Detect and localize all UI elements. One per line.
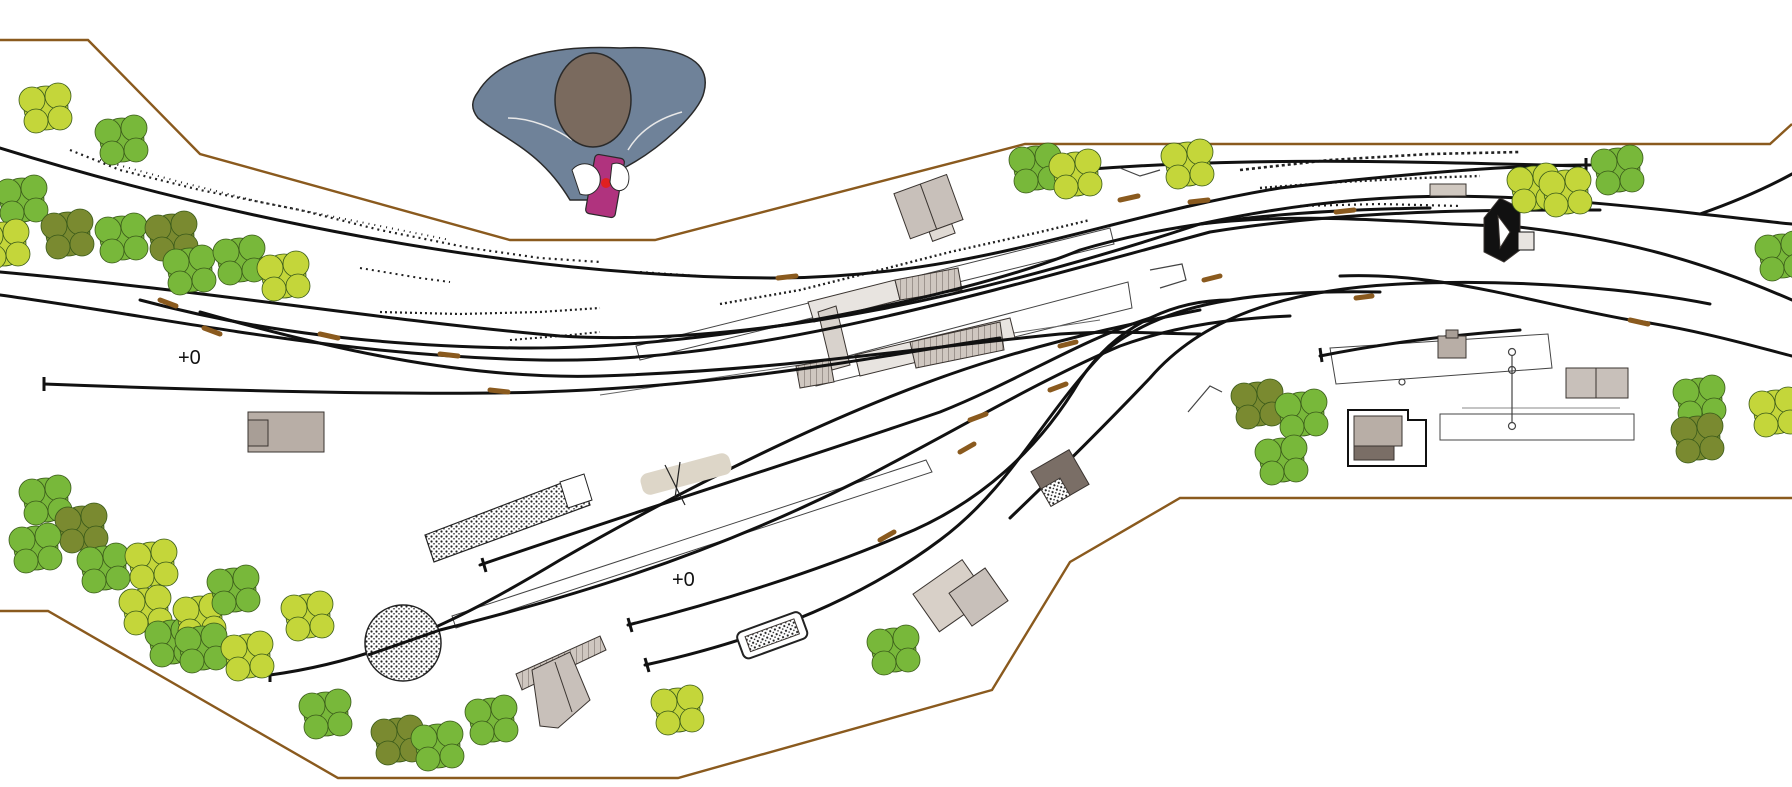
tree-icon — [174, 622, 229, 674]
tree-icon — [1274, 388, 1329, 440]
locomotive-shed-icon — [424, 473, 593, 563]
tree-icon — [162, 244, 217, 296]
track-left-siding — [42, 336, 1002, 395]
elevation-label: +0 — [178, 347, 201, 369]
tree-icon — [1048, 148, 1103, 200]
elevation-label: +0 — [672, 569, 695, 591]
building-icon — [893, 173, 964, 242]
tree-icon — [866, 624, 921, 676]
tree-icon — [54, 502, 109, 554]
building-icon — [1030, 448, 1090, 508]
track-diag-3 — [438, 314, 1292, 632]
tree-icon — [94, 114, 149, 166]
operator-figure-icon — [472, 46, 706, 219]
tree-icon — [0, 218, 31, 270]
buildings — [247, 173, 1629, 729]
baseboard-edge-bottom — [0, 496, 1792, 780]
tree-icon — [40, 208, 95, 260]
building-icon — [736, 611, 809, 660]
signal-icon — [1119, 167, 1517, 431]
tree-icon — [1590, 144, 1645, 196]
track-main-top — [0, 146, 1592, 280]
tree-icon — [94, 212, 149, 264]
building-icon — [1347, 409, 1427, 467]
turntable-icon — [364, 604, 442, 682]
tree-icon — [464, 694, 519, 746]
building-icon — [515, 635, 607, 729]
track-diag-6 — [1008, 280, 1712, 520]
tree-icon — [220, 630, 275, 682]
turnout-marks — [157, 193, 1651, 543]
tree-icon — [8, 522, 63, 574]
track-right-4 — [1698, 172, 1792, 216]
tree-icon — [76, 542, 131, 594]
tree-icon — [410, 720, 465, 772]
tree-icon — [124, 538, 179, 590]
building-icon — [912, 558, 1009, 633]
tree-icon — [18, 82, 73, 134]
tree-icon — [280, 590, 335, 642]
track-diag-4 — [626, 298, 1232, 627]
tree-icon — [650, 684, 705, 736]
tree-icon — [0, 174, 49, 226]
track-siding-top — [1078, 159, 1582, 172]
tree-icon — [1670, 412, 1725, 464]
bridge-icon — [640, 453, 732, 506]
track-right-3 — [1508, 224, 1792, 302]
baseboard-edge-top — [0, 38, 1792, 242]
building-icon — [1565, 367, 1629, 399]
tree-icon — [206, 564, 261, 616]
track-right-2 — [1338, 274, 1792, 358]
track-diag-2 — [478, 316, 1152, 567]
tree-icon — [256, 250, 311, 302]
building-icon — [247, 411, 325, 453]
track-loco-siding — [1318, 328, 1522, 358]
building-icon — [1437, 329, 1467, 359]
tree-icon — [1754, 230, 1792, 282]
building-icon — [1483, 197, 1535, 263]
tree-icon — [298, 688, 353, 740]
tree-icon — [1254, 434, 1309, 486]
tree-icon — [1748, 386, 1792, 438]
tree-icon — [1538, 166, 1593, 218]
tree-icon — [1160, 138, 1215, 190]
building-icon — [1429, 183, 1467, 197]
track-main-2 — [0, 208, 1602, 362]
tree-icon — [212, 234, 267, 286]
